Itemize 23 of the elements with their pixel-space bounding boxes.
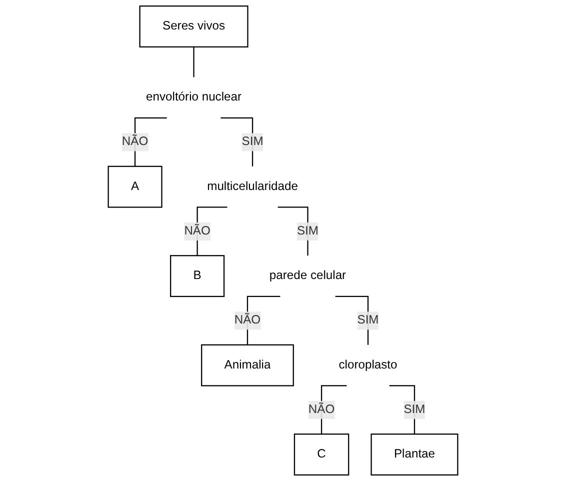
node-text: envoltório nuclear bbox=[146, 90, 242, 104]
edge-label: NÃO bbox=[308, 403, 335, 416]
connector bbox=[193, 46, 194, 78]
node-box: C bbox=[294, 434, 350, 476]
node-text: cloroplasto bbox=[338, 358, 398, 372]
node-box: B bbox=[170, 255, 225, 298]
connector bbox=[389, 385, 416, 434]
node-text: parede celular bbox=[269, 269, 346, 282]
edge-label: NÃO bbox=[234, 314, 261, 327]
node-box: Plantae bbox=[370, 434, 458, 476]
node-text: multicelularidade bbox=[207, 180, 298, 193]
edge-label: SIM bbox=[296, 224, 319, 238]
node-box: Animalia bbox=[201, 344, 294, 386]
edge-label: NÃO bbox=[184, 224, 210, 238]
edge-label: SIM bbox=[357, 314, 379, 327]
edge-label: SIM bbox=[242, 135, 264, 148]
edge-label: SIM bbox=[404, 403, 426, 416]
edge-label: NÃO bbox=[122, 135, 148, 148]
connector bbox=[278, 206, 308, 256]
node-box: A bbox=[108, 166, 162, 208]
connector bbox=[335, 296, 369, 345]
node-box: Seres vivos bbox=[139, 5, 248, 48]
connector bbox=[220, 117, 254, 166]
